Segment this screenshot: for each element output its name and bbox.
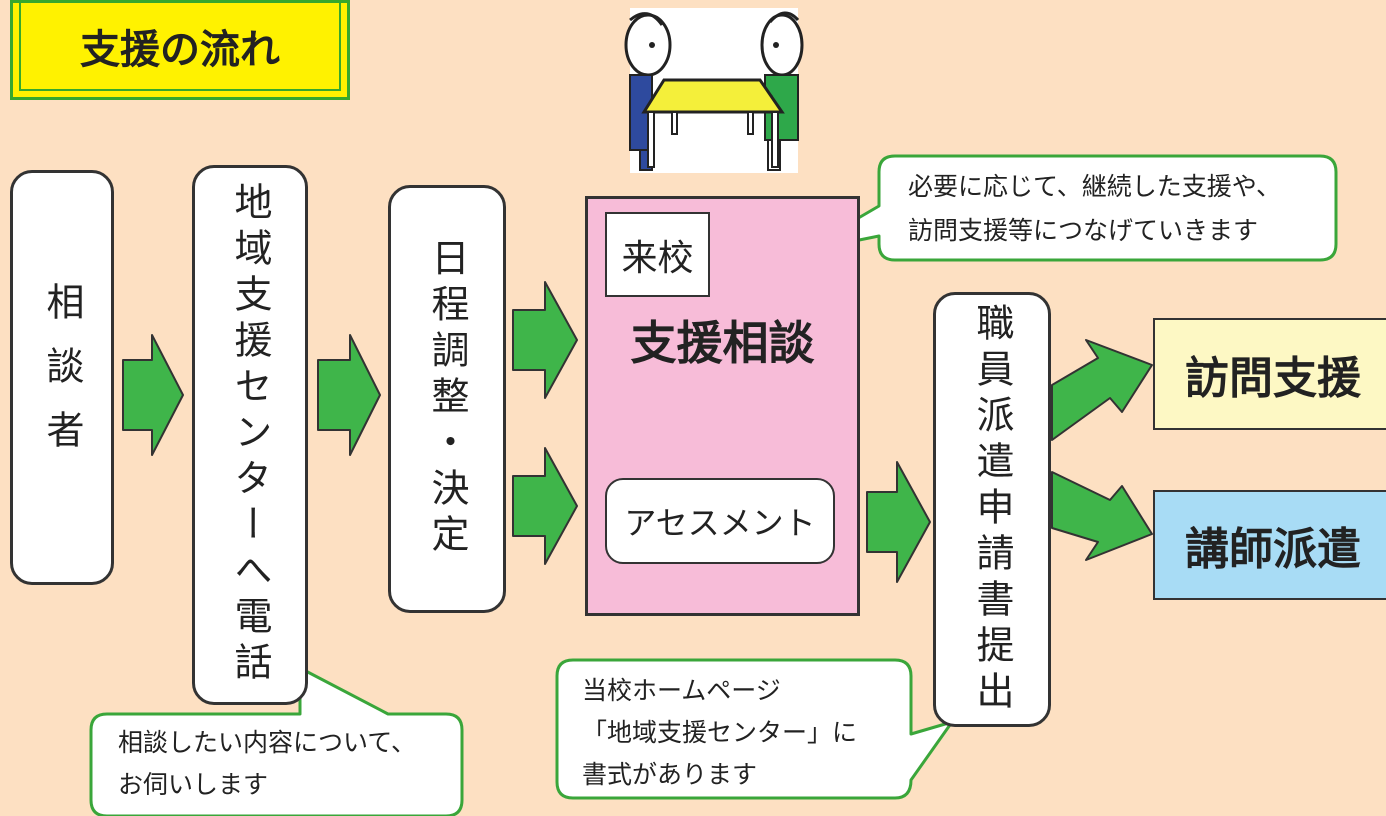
callout-continue-bubble	[798, 154, 1338, 262]
flow-arrow-4	[512, 447, 578, 565]
assessment-box: アセスメント	[605, 478, 835, 564]
lecturer-dispatch-box: 講師派遣	[1153, 490, 1386, 600]
page-title: 支援の流れ	[80, 27, 280, 73]
visiting-support-box: 訪問支援	[1153, 318, 1386, 430]
visit-school-box: 来校	[605, 212, 710, 297]
callout-continue-line2: 訪問支援等につなげていきます	[908, 216, 1259, 245]
flow-arrow-3	[512, 281, 578, 399]
step-consultant-label: 相談者	[40, 281, 84, 474]
flow-arrow-6	[1051, 339, 1153, 441]
step-call-center: 地域支援センターへ電話	[192, 165, 308, 705]
step-consultant: 相談者	[10, 170, 114, 585]
support-consult-title: 支援相談	[630, 316, 815, 370]
step-schedule: 日程調整・決定	[388, 185, 506, 613]
flow-arrow-2	[317, 334, 381, 456]
callout-consult-line2: お伺いします	[118, 770, 269, 799]
flow-arrow-1	[122, 334, 184, 456]
title-box: 支援の流れ	[10, 0, 350, 100]
step-staff-dispatch: 職員派遣申請書提出	[933, 292, 1051, 727]
flow-arrow-5	[866, 461, 931, 583]
flow-arrow-7	[1051, 471, 1153, 561]
consultation-illustration	[624, 8, 804, 173]
callout-forms-line1: 当校ホームページ	[582, 676, 781, 705]
callout-forms-line2: 「地域支援センター」に	[582, 718, 858, 747]
step-call-center-label: 地域支援センターへ電話	[228, 182, 272, 688]
callout-continue-line1: 必要に応じて、継続した支援や、	[908, 172, 1282, 201]
step-staff-dispatch-label: 職員派遣申請書提出	[970, 302, 1014, 717]
step-schedule-label: 日程調整・決定	[425, 238, 469, 560]
callout-forms-line3: 書式があります	[582, 760, 758, 789]
callout-forms-bubble	[555, 658, 954, 800]
callout-consult-line1: 相談したい内容について、	[118, 728, 417, 757]
